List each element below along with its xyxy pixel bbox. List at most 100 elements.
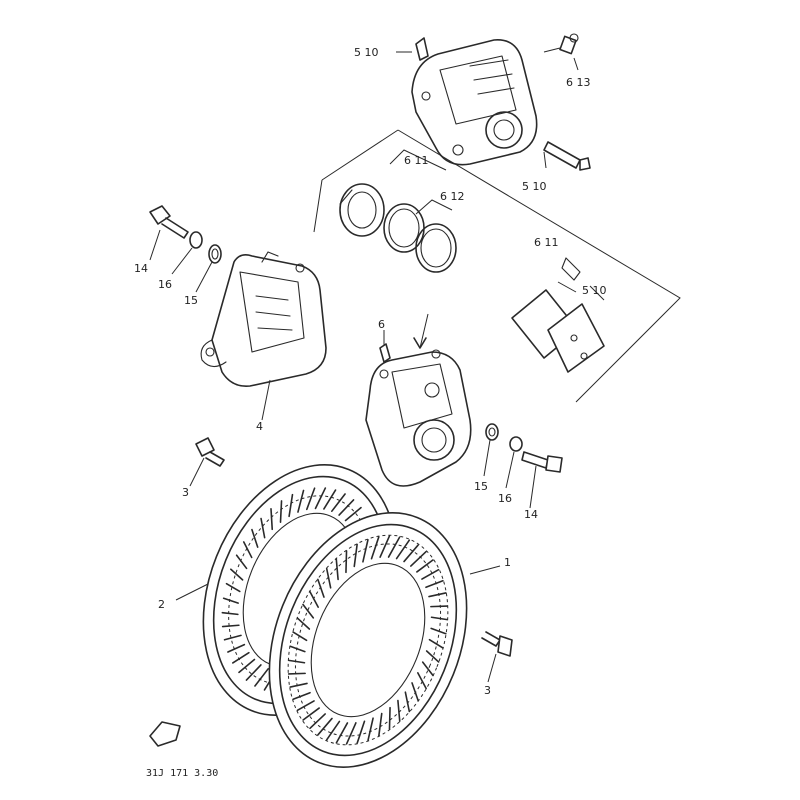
vent-slot [317, 578, 325, 598]
vent-slot [430, 616, 449, 621]
vent-slot [397, 699, 401, 722]
vent-slot [421, 568, 440, 580]
vent-slot [410, 550, 427, 567]
callout-6-13: 6 13 [566, 76, 591, 89]
callout-5-10-mid: 5 10 [522, 180, 547, 193]
vent-slot [231, 651, 250, 664]
seal-bracket-2 [415, 199, 453, 215]
vent-slot [404, 691, 411, 713]
vent-slot [292, 691, 311, 701]
vent-slot [403, 544, 419, 563]
vent-slot [296, 617, 311, 630]
vent-slot [288, 493, 294, 518]
piston-seal [383, 203, 425, 253]
vent-slot [425, 579, 444, 589]
callout-16-right: 16 [498, 492, 512, 505]
callout-3-upper: 3 [182, 486, 189, 499]
vent-slot [292, 631, 308, 642]
vent-slot [225, 582, 241, 593]
disc-bolt-lower [481, 631, 513, 657]
kit-bracket-upper [313, 129, 681, 403]
vent-slot [235, 554, 248, 570]
vent-slot [223, 634, 242, 641]
vent-slot [387, 536, 401, 558]
vent-slot [242, 541, 253, 559]
vent-slot [430, 605, 449, 608]
bleed-screw-center [379, 343, 391, 363]
vent-slot [287, 672, 306, 675]
vent-slot [221, 611, 239, 616]
callout-2: 2 [158, 598, 165, 611]
bolt-14-left [149, 205, 189, 239]
callout-4: 4 [256, 420, 263, 433]
brake-pads [511, 257, 605, 373]
vent-slot [289, 682, 308, 688]
vent-slot [425, 650, 440, 663]
vent-slot [289, 645, 306, 653]
brake-disc-1 [268, 512, 468, 768]
vent-slot [221, 624, 240, 628]
callout-16-left: 16 [158, 278, 172, 291]
vent-slot [417, 672, 427, 690]
vent-slot [345, 722, 357, 745]
vent-slot [270, 508, 274, 531]
seal-bracket [389, 149, 447, 171]
vent-slot [317, 717, 333, 736]
vent-slot [238, 658, 256, 674]
vent-slot [305, 487, 316, 511]
vent-slot [331, 493, 346, 512]
vent-slot [428, 592, 447, 598]
callout-14-right: 14 [524, 508, 538, 521]
callout-3-lower: 3 [484, 684, 491, 697]
vent-slot [395, 539, 411, 560]
vent-slot [388, 706, 391, 730]
vent-slot [421, 661, 434, 677]
caliper-body-center [365, 349, 472, 487]
disc-1-slots [287, 535, 449, 745]
caliper-assembly-4 [200, 251, 327, 388]
vent-slot [309, 590, 319, 608]
pad-bracket [557, 281, 605, 301]
vent-slot [430, 627, 447, 635]
vent-slot [325, 567, 332, 589]
vent-slot [230, 568, 244, 581]
vent-slot [367, 717, 374, 742]
vent-slot [338, 499, 355, 516]
vent-slot [287, 659, 306, 664]
vent-slot [254, 668, 269, 687]
vent-slot [227, 643, 246, 653]
lock-tab [149, 721, 181, 747]
vent-slot [345, 550, 348, 574]
drawing-code: 31J 171 3.30 [146, 768, 218, 779]
vent-slot [353, 543, 358, 568]
washer-16-right [509, 436, 523, 452]
bolt-top-caliper [543, 141, 591, 171]
vent-slot [279, 500, 283, 523]
vent-slot [344, 506, 362, 522]
vent-slot [302, 707, 320, 721]
bolt-14-right [521, 451, 563, 473]
vent-slot [325, 720, 341, 741]
callout-6: 6 [378, 318, 385, 331]
vent-slot [323, 489, 337, 510]
vent-slot [335, 722, 349, 744]
callout-15-left: 15 [184, 294, 198, 307]
vent-slot [428, 638, 444, 649]
piston [339, 183, 385, 237]
vent-slot [379, 535, 391, 558]
washer-15-left [208, 244, 222, 264]
vent-slot [356, 720, 366, 744]
assembly-arrow [419, 313, 429, 349]
vent-slot [245, 664, 262, 681]
bleed-cap-top [559, 33, 579, 55]
vent-slot [411, 682, 419, 702]
vent-slot [378, 712, 383, 737]
vent-slot [416, 559, 434, 573]
vent-slot [260, 517, 266, 539]
vent-slot [335, 558, 339, 581]
callout-5-10-top: 5 10 [354, 46, 379, 59]
callout-6-12: 6 12 [440, 190, 465, 203]
washer-16-left [189, 231, 203, 249]
vent-slot [302, 603, 315, 619]
